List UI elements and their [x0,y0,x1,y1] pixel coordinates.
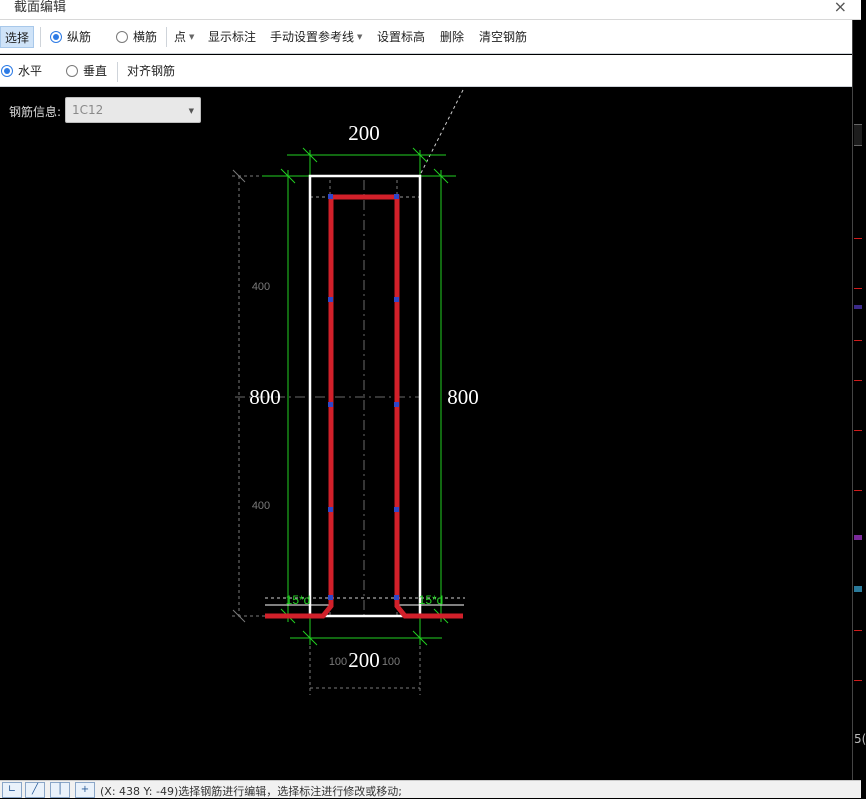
chevron-down-icon: ▼ [189,32,195,41]
transverse-rebar-radio[interactable]: 横筋 [116,20,157,53]
edge-mark [854,490,862,491]
tick-mark [232,169,246,183]
toolbar-separator [40,27,41,47]
radio-checked-icon [50,30,62,43]
edge-mark [854,238,862,239]
rebar-info-combobox[interactable]: 1C12 ▼ [65,97,201,123]
background-window-edge: 5( [852,20,866,780]
tick-mark [280,168,296,184]
edge-mark [854,586,862,592]
secondary-toolbar: 水平 垂直 对齐钢筋 [0,55,852,87]
hook-right-text[interactable]: 15*d [419,593,444,607]
rebar-node[interactable] [394,297,399,302]
status-text: (X: 438 Y: -49)选择钢筋进行编辑，选择标注进行修改或移动; [100,785,402,798]
tick-mark [232,609,246,623]
show-annotation-label: 显示标注 [208,30,257,44]
dim-left-lower-text: 400 [252,500,270,512]
vertical-label: 垂直 [83,64,108,78]
diagonal-line-icon[interactable]: ╱ [25,782,45,798]
close-icon[interactable]: × [833,0,847,16]
rebar-node[interactable] [328,595,333,600]
horizontal-radio[interactable]: 水平 [1,55,42,86]
edge-mark [854,535,862,540]
edge-mark [854,340,862,341]
show-annotation-button[interactable]: 显示标注 [208,20,256,53]
align-rebar-label: 对齐钢筋 [127,64,176,78]
dim-left-text[interactable]: 800 [249,385,281,409]
dim-right-text[interactable]: 800 [447,385,479,409]
chevron-down-icon: ▼ [357,32,363,41]
main-toolbar: 选择 纵筋 横筋 点▼ 显示标注 手动设置参考线▼ 设置标高 删除 清空钢筋 [0,20,852,54]
manual-ref-line-dropdown[interactable]: 手动设置参考线▼ [270,20,362,53]
manual-ref-line-label: 手动设置参考线 [270,30,355,44]
select-button[interactable]: 选择 [0,26,35,48]
rebar-node[interactable] [394,402,399,407]
radio-unchecked-icon [116,30,128,43]
tick-mark [302,147,318,163]
edge-mark [854,380,862,381]
longitudinal-rebar-radio[interactable]: 纵筋 [50,20,91,53]
concrete-section[interactable] [308,174,422,618]
tick-mark [302,630,318,646]
longitudinal-rebar-label: 纵筋 [67,30,92,44]
tick-mark [433,168,449,184]
horizontal-label: 水平 [18,64,43,78]
chevron-down-icon: ▼ [188,107,194,115]
set-elevation-button[interactable]: 设置标高 [377,20,425,53]
rebar-node[interactable] [328,194,333,199]
window-title: 截面编辑 [14,0,67,15]
dim-bottom-text[interactable]: 200 [348,648,380,672]
delete-button[interactable]: 删除 [440,20,464,53]
point-label: 点 [174,30,187,44]
rebar-nodes [328,194,399,600]
edge-label: 5( [854,732,866,746]
rebar-line[interactable] [265,194,463,619]
rebar-node[interactable] [394,595,399,600]
rebar-info-value: 1C12 [72,103,104,117]
rebar-node[interactable] [328,507,333,512]
add-icon[interactable]: + [75,782,95,798]
dim-left-upper-text: 400 [252,281,270,293]
radio-checked-icon [1,64,13,77]
set-elevation-label: 设置标高 [377,30,426,44]
tick-mark [412,630,428,646]
select-button-label: 选择 [5,30,30,45]
edge-mark [854,630,862,631]
edge-mark [854,680,862,681]
clear-rebar-label: 清空钢筋 [479,30,528,44]
toolbar-separator [166,27,167,47]
drawing-canvas[interactable]: 200 800 800 200 400 400 100 100 15*d 15*… [0,88,852,780]
edge-mark [854,288,862,289]
edge-block [854,124,862,146]
hook-left-text[interactable]: 15*d [286,593,311,607]
rebar-node[interactable] [394,507,399,512]
vertical-line-icon[interactable]: │ [50,782,70,798]
title-bar: 截面编辑 × [0,0,861,20]
clear-rebar-button[interactable]: 清空钢筋 [479,20,527,53]
status-bar: ∟ ╱ │ + (X: 438 Y: -49)选择钢筋进行编辑，选择标注进行修改… [0,780,861,798]
radio-unchecked-icon [66,64,78,77]
toolbar-separator [117,62,118,82]
rebar-node[interactable] [328,297,333,302]
dim-top-text[interactable]: 200 [348,121,380,145]
transverse-rebar-label: 横筋 [133,30,158,44]
dim-bottom-right-text: 100 [382,656,400,668]
point-dropdown[interactable]: 点▼ [174,20,194,53]
rebar-info-label: 钢筋信息: [9,105,62,119]
edge-mark [854,305,862,309]
dim-bottom-left-text: 100 [329,656,347,668]
delete-label: 删除 [440,30,465,44]
rebar-node[interactable] [328,402,333,407]
align-rebar-button[interactable]: 对齐钢筋 [127,55,175,86]
tick-mark [412,147,428,163]
vertical-radio[interactable]: 垂直 [66,55,107,86]
reference-line [419,89,464,176]
rebar-node[interactable] [394,194,399,199]
corner-icon[interactable]: ∟ [2,782,22,798]
edge-mark [854,430,862,431]
